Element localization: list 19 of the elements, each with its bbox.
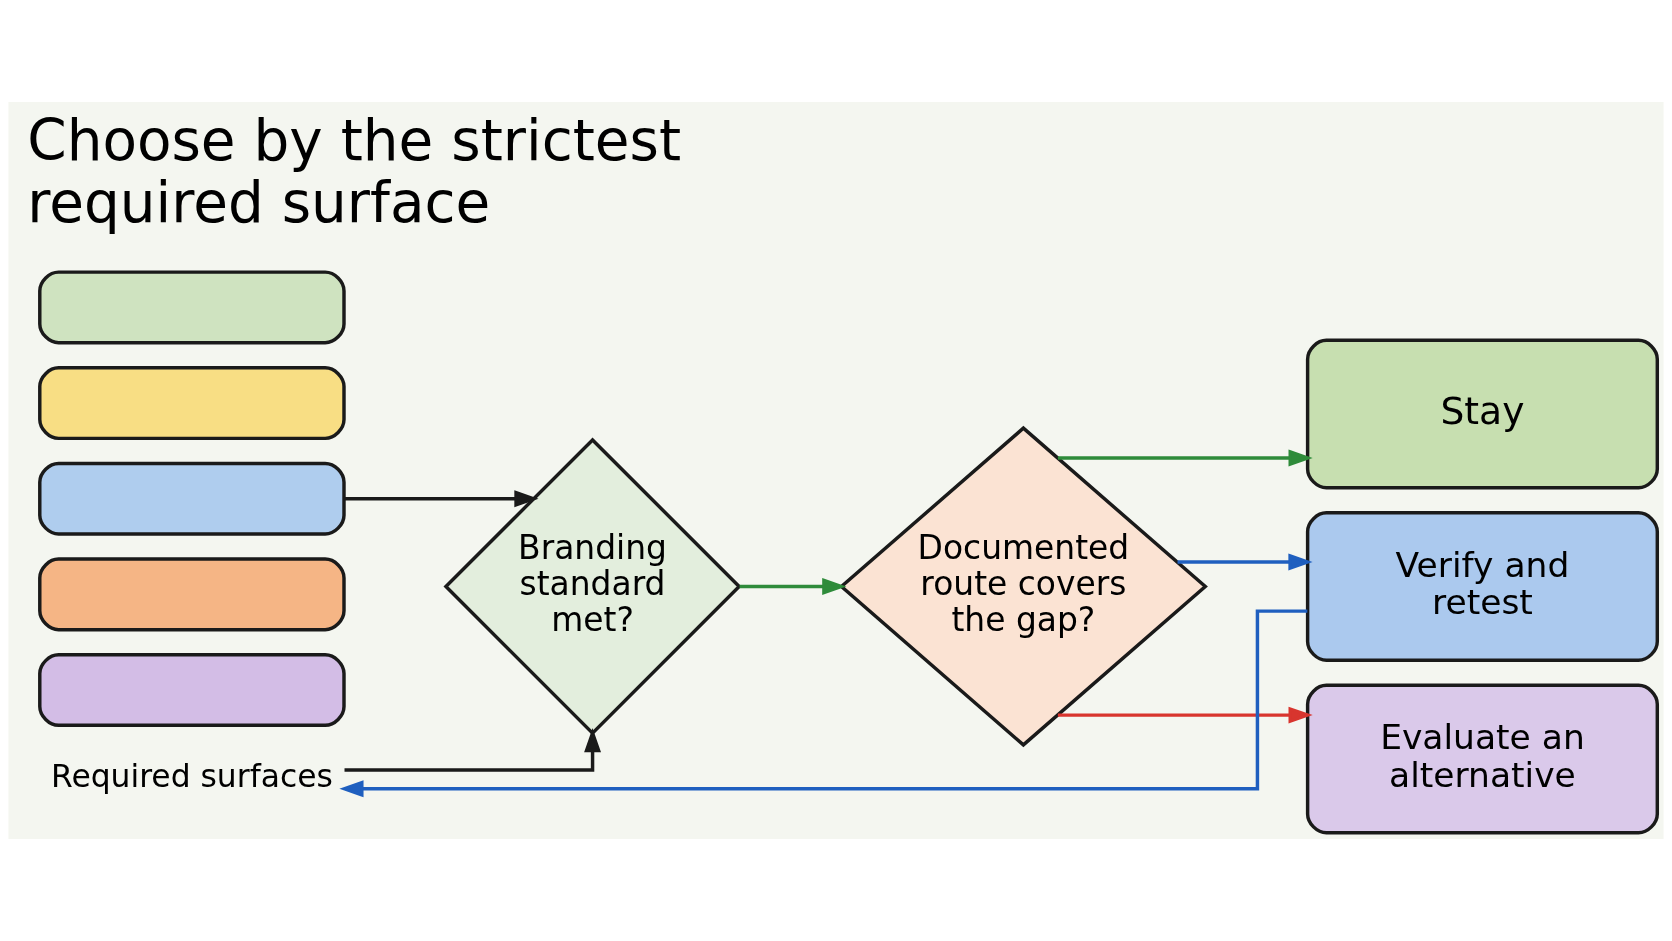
arrow: [1057, 449, 1313, 467]
node-box: Stay: [1305, 338, 1660, 490]
arrow: [739, 578, 847, 595]
node-text: Required surfaces: [51, 758, 333, 795]
node-box: Verify and retest: [1305, 511, 1660, 662]
node-diamond: Documented route covers the gap?: [838, 425, 1208, 748]
node-box: [38, 557, 346, 632]
arrow: [339, 609, 1308, 798]
node-box: [38, 461, 346, 536]
node-box: [38, 366, 346, 441]
node-box: Evaluate an alternative: [1305, 683, 1660, 835]
arrow: [344, 728, 602, 772]
node-box: [38, 270, 346, 345]
arrow: [1177, 553, 1313, 571]
diagram-title: Choose by the strictest required surface: [27, 107, 682, 236]
arrow: [344, 490, 539, 508]
arrow: [1057, 706, 1313, 724]
node-diamond: Branding standard met?: [443, 437, 742, 736]
node-box: [38, 653, 346, 728]
